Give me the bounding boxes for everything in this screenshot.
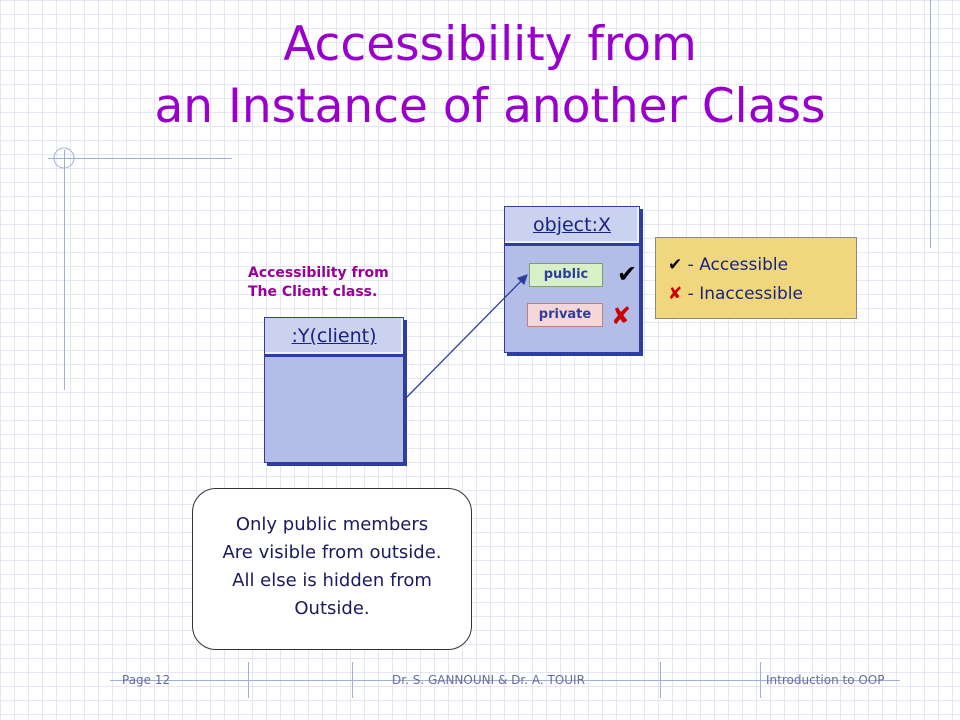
- footer-divider-4: [760, 662, 761, 698]
- private-member-label: private: [538, 307, 592, 322]
- note-line-4: Outside.: [294, 598, 370, 619]
- title-line-1: Accessibility from: [283, 17, 697, 72]
- legend-inaccessible-row: ✘ - Inaccessible: [668, 283, 803, 305]
- target-object-name: object:X: [533, 214, 611, 236]
- footer-course: Introduction to OOP: [766, 673, 885, 687]
- note-line-3: All else is hidden from: [232, 570, 432, 591]
- frame-line-top: [930, 0, 931, 248]
- slide-title: Accessibility from an Instance of anothe…: [60, 14, 920, 138]
- client-object-name: :Y(client): [291, 325, 377, 347]
- frame-corner-circle: [53, 147, 75, 169]
- note-line-1: Only public members: [235, 514, 429, 535]
- legend-accessible-row: ✔ - Accessible: [668, 254, 788, 276]
- target-object-box: object:X public private ✔ ✘: [504, 206, 640, 353]
- title-line-2: an Instance of another Class: [154, 79, 826, 134]
- footer-divider-3: [660, 662, 661, 698]
- visibility-note: Only public members Are visible from out…: [192, 488, 472, 650]
- public-member-label: public: [543, 267, 589, 282]
- accessibility-legend: ✔ - Accessible ✘ - Inaccessible: [655, 237, 857, 319]
- legend-inaccessible-label: - Inaccessible: [687, 284, 803, 304]
- client-label-line-1: Accessibility from: [248, 265, 389, 281]
- legend-cross-icon: ✘: [668, 284, 683, 304]
- public-member: public: [529, 263, 603, 287]
- client-label-line-2: The Client class.: [248, 284, 378, 300]
- footer-authors: Dr. S. GANNOUNI & Dr. A. TOUIR: [392, 673, 585, 687]
- private-member: private: [527, 303, 603, 327]
- target-object-header: object:X: [505, 207, 639, 246]
- client-object-header: :Y(client): [265, 318, 403, 357]
- note-line-2: Are visible from outside.: [222, 542, 442, 563]
- client-object-box: :Y(client): [264, 317, 404, 463]
- frame-line-left: [64, 150, 65, 390]
- private-cross-icon: ✘: [611, 302, 632, 330]
- footer-page-number: Page 12: [122, 673, 171, 687]
- access-connector-arrow: [403, 274, 528, 401]
- legend-check-icon: ✔: [668, 255, 683, 275]
- footer-divider-2: [352, 662, 353, 698]
- legend-accessible-label: - Accessible: [687, 255, 789, 275]
- frame-line-horizontal: [48, 158, 232, 159]
- client-accessibility-label: Accessibility from The Client class.: [248, 264, 389, 302]
- footer-rule: [110, 680, 900, 681]
- public-check-icon: ✔: [617, 260, 638, 288]
- footer-divider-1: [248, 662, 249, 698]
